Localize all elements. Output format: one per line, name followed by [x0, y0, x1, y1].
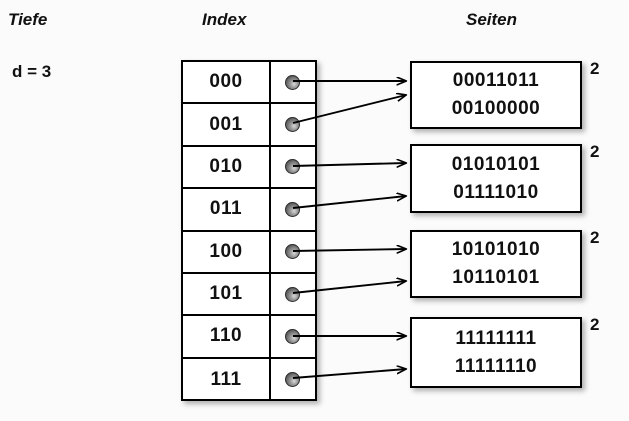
index-directory-table: 000 001 010 011 100 — [181, 60, 317, 401]
index-key: 011 — [183, 189, 271, 230]
page-record: 01111010 — [453, 181, 539, 203]
local-depth-label: 2 — [590, 315, 600, 334]
index-key: 111 — [183, 358, 271, 401]
local-depth-label: 2 — [590, 59, 600, 78]
table-row[interactable]: 001 — [183, 104, 315, 147]
table-row[interactable]: 011 — [183, 189, 315, 232]
pointer-dot-icon — [285, 244, 300, 260]
pointer-dot-icon — [285, 286, 300, 302]
index-pointer-cell[interactable] — [271, 359, 315, 401]
table-row[interactable]: 110 — [183, 316, 315, 359]
page-record: 01010101 — [451, 153, 541, 175]
index-key: 110 — [183, 316, 271, 357]
global-depth-label: d = 3 — [12, 62, 52, 81]
pointer-dot-icon — [285, 159, 300, 175]
page-record: 11111110 — [454, 355, 538, 377]
column-header-depth: Tiefe — [8, 10, 48, 29]
index-pointer-cell[interactable] — [271, 274, 315, 314]
index-pointer-cell[interactable] — [271, 62, 315, 102]
pointer-dot-icon — [285, 328, 300, 344]
table-row[interactable]: 100 — [183, 231, 315, 274]
local-depth-label: 2 — [590, 228, 600, 247]
page-bucket[interactable]: 01010101 01111010 — [410, 144, 582, 213]
page-record: 10101010 — [451, 239, 541, 261]
pointer-dot-icon — [285, 74, 300, 90]
table-row[interactable]: 000 — [183, 62, 315, 105]
pointer-dot-icon — [285, 201, 300, 217]
index-pointer-cell[interactable] — [271, 316, 315, 356]
pointer-dot-icon — [285, 117, 300, 133]
column-header-pages: Seiten — [466, 10, 518, 29]
page-record: 00100000 — [451, 98, 541, 119]
index-pointer-cell[interactable] — [271, 189, 315, 229]
column-header-index: Index — [202, 10, 247, 29]
page-record: 11111111 — [455, 327, 537, 349]
pointer-dot-icon — [285, 372, 300, 388]
table-row[interactable]: 010 — [183, 146, 315, 190]
index-pointer-cell[interactable] — [271, 147, 315, 187]
index-pointer-cell[interactable] — [271, 104, 315, 144]
page-bucket[interactable]: 11111111 11111110 — [410, 317, 582, 388]
page-record: 00011011 — [452, 70, 540, 92]
index-key: 101 — [183, 273, 271, 315]
page-record: 10110101 — [452, 267, 540, 288]
index-key: 010 — [183, 146, 271, 188]
table-row[interactable]: 111 — [183, 358, 315, 401]
page-bucket[interactable]: 00011011 00100000 — [410, 61, 582, 129]
index-key: 100 — [183, 231, 271, 272]
local-depth-label: 2 — [590, 142, 600, 161]
index-pointer-cell[interactable] — [271, 232, 315, 272]
index-key: 001 — [183, 104, 271, 145]
index-key: 000 — [183, 62, 271, 103]
page-bucket[interactable]: 10101010 10110101 — [410, 230, 582, 298]
table-row[interactable]: 101 — [183, 273, 315, 317]
